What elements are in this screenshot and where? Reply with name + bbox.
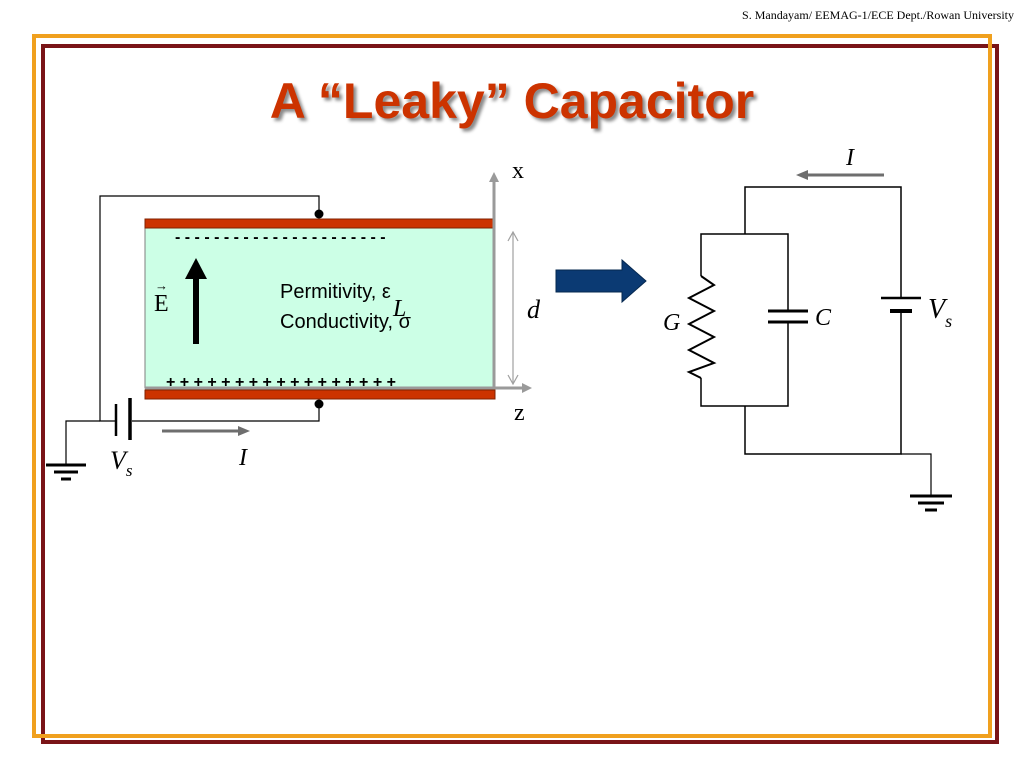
- field-arrow-head: [185, 258, 207, 279]
- circuit-source-label: Vs: [928, 294, 952, 331]
- ground-icon: [46, 463, 86, 481]
- length-label: L: [392, 296, 406, 322]
- bottom-wire: [132, 404, 320, 422]
- parallel-bottom-wire: [700, 322, 789, 407]
- top-terminal-dot: [314, 209, 324, 219]
- circuit-top-wire: [744, 186, 902, 298]
- capacitor-diagram: - - - - - - - - - - - - - - - - - - - - …: [46, 158, 541, 481]
- current-label: I: [238, 445, 248, 471]
- source-label-subscript: s: [126, 461, 133, 480]
- conductance-label: G: [663, 310, 680, 336]
- gap-label: d: [527, 295, 541, 324]
- header-credit: S. Mandayam/ EEMAG-1/ECE Dept./Rowan Uni…: [742, 8, 1014, 22]
- equivalence-arrow-icon: [555, 258, 647, 304]
- slide-frame-inner: [32, 34, 992, 738]
- bottom-plate: [144, 389, 496, 400]
- capacitance-label: C: [815, 305, 832, 331]
- axis-z-label: z: [514, 400, 525, 426]
- source-label: Vs: [110, 446, 133, 480]
- gap-dimension-head-top: [507, 230, 519, 242]
- field-vector-mark: →: [155, 278, 168, 293]
- equivalent-circuit: I G C Vs: [663, 145, 952, 512]
- slide-frame-outer: [41, 44, 999, 744]
- circuit-ground-wire: [901, 453, 932, 496]
- top-charges: - - - - - - - - - - - - - - - - - - - - …: [175, 229, 386, 246]
- conductivity-label: Conductivity, σ: [280, 311, 412, 333]
- conductance-resistor-icon: [686, 275, 717, 379]
- circuit-source-label-subscript: s: [945, 311, 952, 331]
- permittivity-label: Permitivity, ε: [280, 281, 391, 303]
- field-label: E: [154, 291, 169, 317]
- ground-wire: [65, 420, 100, 465]
- axis-x-label: x: [512, 158, 524, 184]
- slide-title: A “Leaky” Capacitor: [269, 73, 755, 129]
- circuit-current-label: I: [845, 145, 855, 171]
- source-label-main: V: [110, 446, 129, 475]
- circuit-ground-icon: [910, 494, 952, 512]
- bottom-terminal-dot: [314, 399, 324, 409]
- circuit-bottom-wire: [744, 311, 902, 455]
- circuit-source-label-main: V: [928, 294, 948, 325]
- top-plate: [144, 218, 496, 229]
- top-wire: [99, 195, 320, 422]
- gap-dimension-head-bottom: [507, 374, 519, 386]
- parallel-top-wire: [700, 233, 789, 311]
